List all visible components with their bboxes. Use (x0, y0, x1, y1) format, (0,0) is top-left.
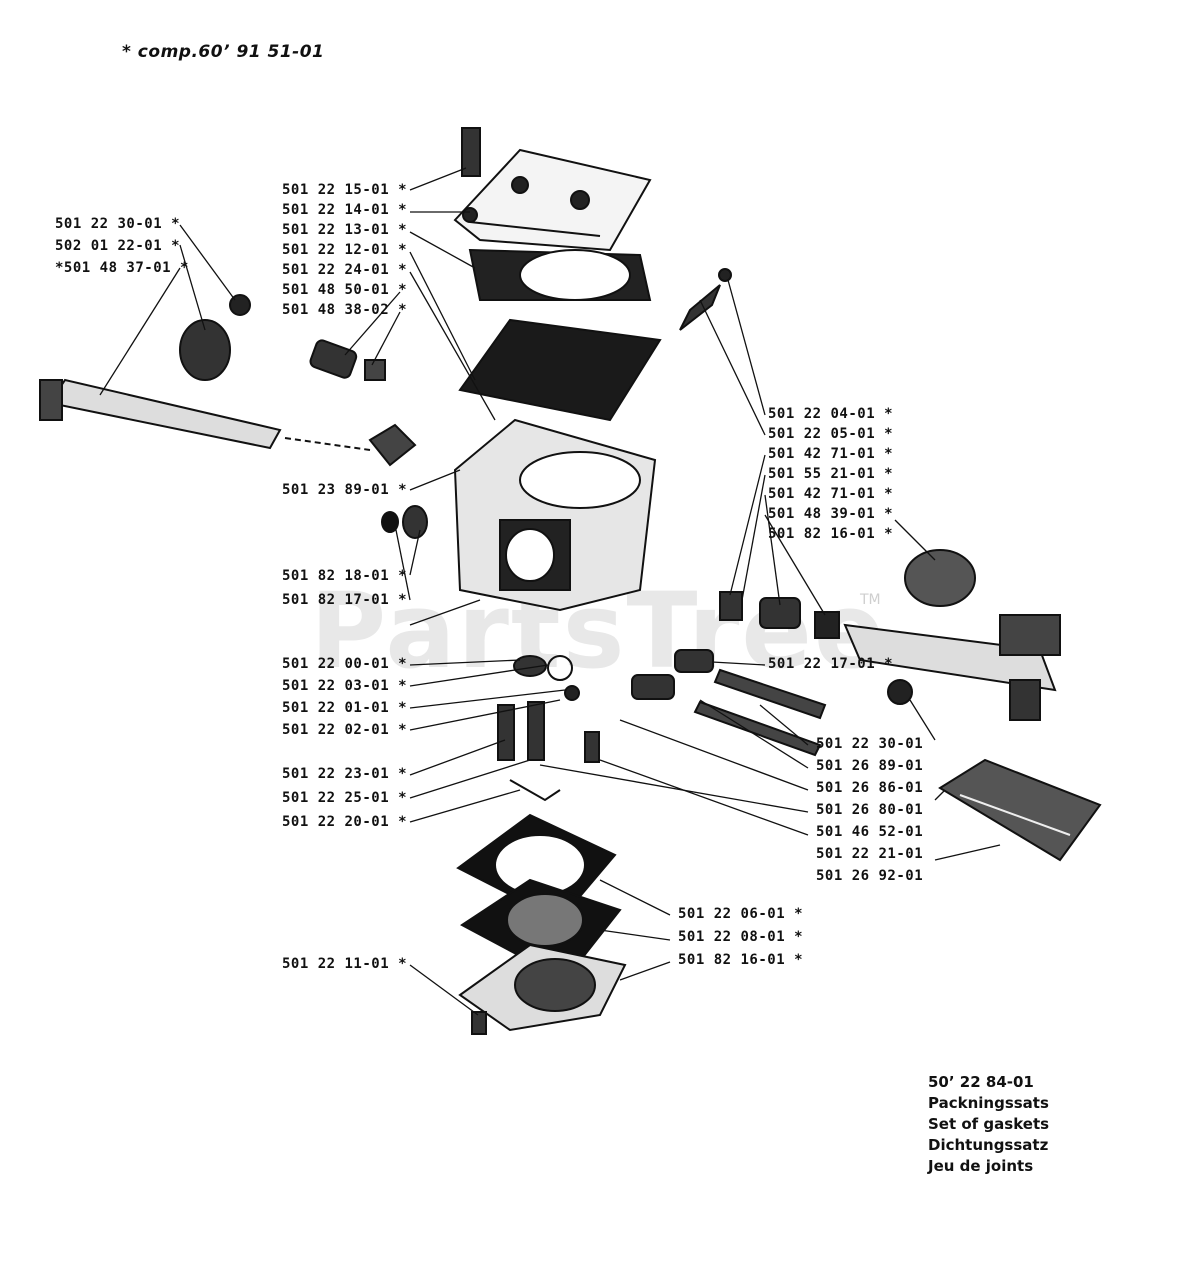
part-label-right-upper: 501 48 39-01 * (768, 506, 894, 522)
part-label-left-top: 501 22 30-01 * (55, 216, 181, 232)
part-label-upper-center: 501 22 12-01 * (282, 242, 408, 258)
part-label-right-lower: 501 26 80-01 (816, 802, 924, 818)
part-label-right-upper: 501 22 04-01 * (768, 406, 894, 422)
choke-valve (904, 549, 976, 607)
part-label-center-left: 501 22 03-01 * (282, 678, 408, 694)
part-label-lower-left: 501 22 20-01 * (282, 814, 408, 830)
throttle-valve (179, 319, 231, 381)
part-label-lower-left: 501 22 23-01 * (282, 766, 408, 782)
part-label-upper-center: 501 48 38-02 * (282, 302, 408, 318)
watermark-tm: TM (860, 592, 881, 608)
part-label-right-lower: 501 22 30-01 (816, 736, 924, 752)
part-label-right-upper: 501 55 21-01 * (768, 466, 894, 482)
part-label-lower-left: 501 22 25-01 * (282, 790, 408, 806)
part-label-right-lower: 501 22 21-01 (816, 846, 924, 862)
part-label-left-top: 502 01 22-01 * (55, 238, 181, 254)
part-label-upper-center: 501 48 50-01 * (282, 282, 408, 298)
gasket-set-name-de: Dichtungssatz (928, 1136, 1049, 1154)
part-label-right-lower: 501 26 92-01 (816, 868, 924, 884)
part-label-right-lower: 501 46 52-01 (816, 824, 924, 840)
gasket-set-name-fr: Jeu de joints (928, 1157, 1034, 1175)
part-label-left-top: *501 48 37-01 * (55, 260, 189, 276)
part-label-bottom-left: 501 22 11-01 * (282, 956, 408, 972)
pump-diaphragm (458, 318, 662, 422)
part-label-right-upper: 501 22 05-01 * (768, 426, 894, 442)
part-label-bottom-right: 501 22 06-01 * (678, 906, 804, 922)
part-label-middle-left: 501 23 89-01 * (282, 482, 408, 498)
part-label-center-left: 501 22 01-01 * (282, 700, 408, 716)
gasket-set-caption: 50’ 22 84-01 Packningssats Set of gasket… (928, 1072, 1049, 1177)
part-label-bottom-right: 501 22 08-01 * (678, 929, 804, 945)
top-cover (453, 148, 652, 252)
part-label-middle-left: 501 82 17-01 * (282, 592, 408, 608)
top-bolt (461, 127, 481, 177)
part-label-right-lower: 501 26 89-01 (816, 758, 924, 774)
part-label-right-upper: 501 42 71-01 * (768, 446, 894, 462)
gasket-set-name-sv: Packningssats (928, 1094, 1049, 1112)
choke-shaft (843, 623, 1057, 692)
header-note: * comp.60’ 91 51-01 (122, 42, 325, 62)
part-label-upper-center: 501 22 13-01 * (282, 222, 408, 238)
part-label-right-lower: 501 26 86-01 (816, 780, 924, 796)
gasket-set-number: 50’ 22 84-01 (928, 1073, 1034, 1091)
part-label-right-mid: 501 22 17-01 * (768, 656, 894, 672)
gasket-kit-box (938, 758, 1102, 862)
part-label-bottom-right: 501 82 16-01 * (678, 952, 804, 968)
part-label-center-left: 501 22 02-01 * (282, 722, 408, 738)
part-label-right-upper: 501 42 71-01 * (768, 486, 894, 502)
part-label-upper-center: 501 22 14-01 * (282, 202, 408, 218)
part-label-upper-center: 501 22 15-01 * (282, 182, 408, 198)
part-label-center-left: 501 22 00-01 * (282, 656, 408, 672)
part-label-upper-center: 501 22 24-01 * (282, 262, 408, 278)
gasket-set-name-en: Set of gaskets (928, 1115, 1050, 1133)
part-label-right-upper: 501 82 16-01 * (768, 526, 894, 542)
part-label-middle-left: 501 82 18-01 * (282, 568, 408, 584)
throttle-shaft (42, 378, 282, 450)
leader-lines (99, 167, 1001, 1016)
